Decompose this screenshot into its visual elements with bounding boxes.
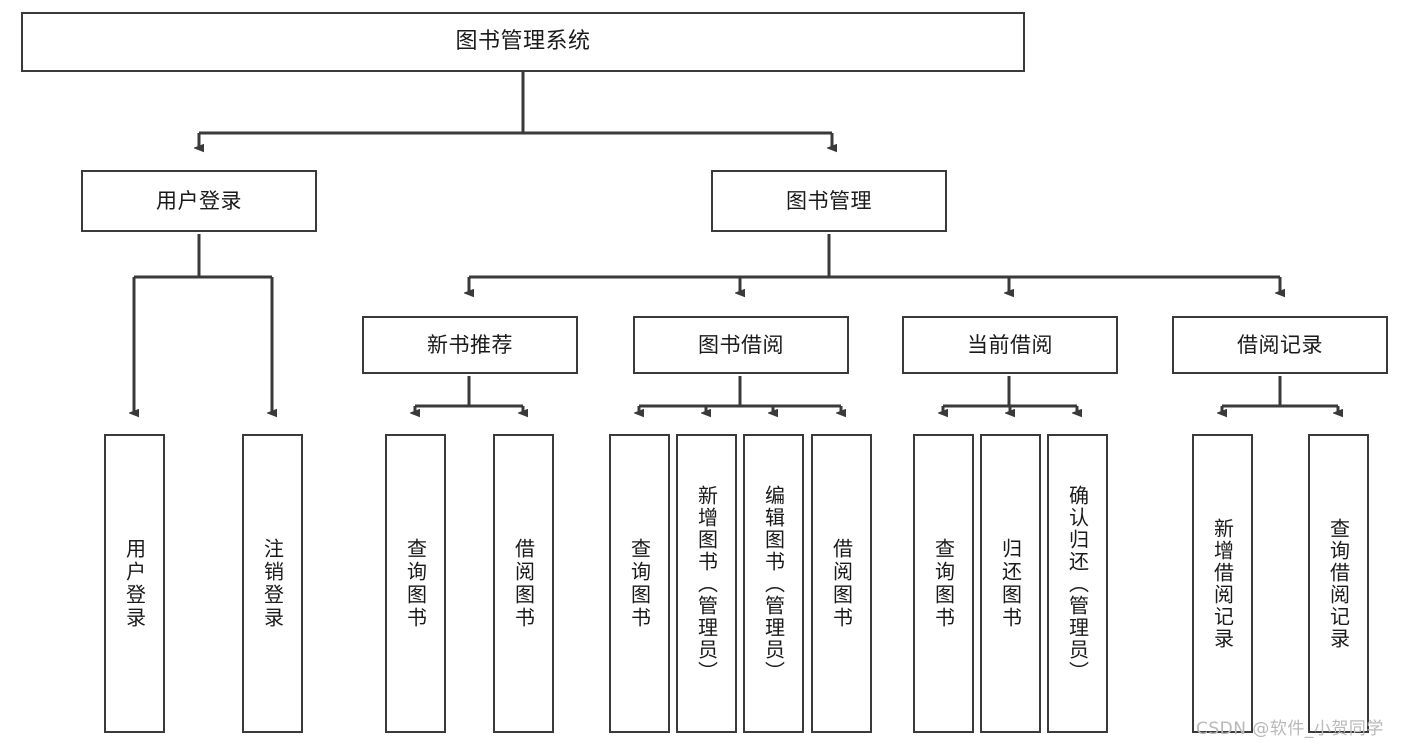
leaf-current-borrow-confirm-return-admin[interactable]: 确认归还（管理员） — [1047, 434, 1108, 733]
node-label: 新增借阅记录 — [1210, 517, 1235, 650]
node-label: 注销登录 — [260, 537, 285, 630]
node-label: 图书借阅 — [698, 332, 784, 357]
node-label: 用户登录 — [156, 188, 242, 213]
leaf-book-borrow-edit-book-admin[interactable]: 编辑图书（管理员） — [743, 434, 804, 733]
node-user-login[interactable]: 用户登录 — [81, 170, 317, 232]
node-label: 查询图书 — [931, 537, 956, 630]
leaf-book-borrow-borrow-books[interactable]: 借阅图书 — [811, 434, 872, 733]
node-label: 查询借阅记录 — [1326, 517, 1351, 650]
node-label: 借阅图书 — [511, 537, 536, 630]
node-label: 图书管理 — [786, 188, 872, 213]
leaf-borrow-record-add-record[interactable]: 新增借阅记录 — [1192, 434, 1253, 733]
node-book-borrowing[interactable]: 图书借阅 — [633, 316, 849, 374]
node-label: 图书管理系统 — [455, 29, 591, 55]
leaf-book-borrow-query-books[interactable]: 查询图书 — [609, 434, 670, 733]
node-label: 编辑图书（管理员） — [761, 484, 786, 683]
node-label: 新书推荐 — [427, 332, 513, 357]
leaf-borrow-record-query-record[interactable]: 查询借阅记录 — [1308, 434, 1369, 733]
node-label: 借阅图书 — [829, 537, 854, 630]
node-label: 当前借阅 — [967, 332, 1053, 357]
node-label: 确认归还（管理员） — [1065, 484, 1090, 683]
node-root-book-management-system[interactable]: 图书管理系统 — [21, 12, 1025, 72]
node-borrowing-record[interactable]: 借阅记录 — [1172, 316, 1388, 374]
node-label: 查询图书 — [627, 537, 652, 630]
leaf-current-borrow-query-books[interactable]: 查询图书 — [913, 434, 974, 733]
node-current-borrowing[interactable]: 当前借阅 — [902, 316, 1118, 374]
leaf-new-book-borrow-books[interactable]: 借阅图书 — [493, 434, 554, 733]
leaf-user-login-login[interactable]: 用户登录 — [104, 434, 165, 733]
node-new-book-recommendation[interactable]: 新书推荐 — [362, 316, 578, 374]
node-label: 归还图书 — [998, 537, 1023, 630]
csdn-watermark: CSDN @软件_小贺同学 — [1196, 719, 1384, 739]
node-label: 用户登录 — [122, 537, 147, 630]
node-label: 新增图书（管理员） — [694, 484, 719, 683]
leaf-user-login-logout[interactable]: 注销登录 — [242, 434, 303, 733]
leaf-book-borrow-add-book-admin[interactable]: 新增图书（管理员） — [676, 434, 737, 733]
node-label: 查询图书 — [403, 537, 428, 630]
leaf-new-book-query-books[interactable]: 查询图书 — [385, 434, 446, 733]
node-book-management[interactable]: 图书管理 — [711, 170, 947, 232]
leaf-current-borrow-return-books[interactable]: 归还图书 — [980, 434, 1041, 733]
node-label: 借阅记录 — [1237, 332, 1323, 357]
